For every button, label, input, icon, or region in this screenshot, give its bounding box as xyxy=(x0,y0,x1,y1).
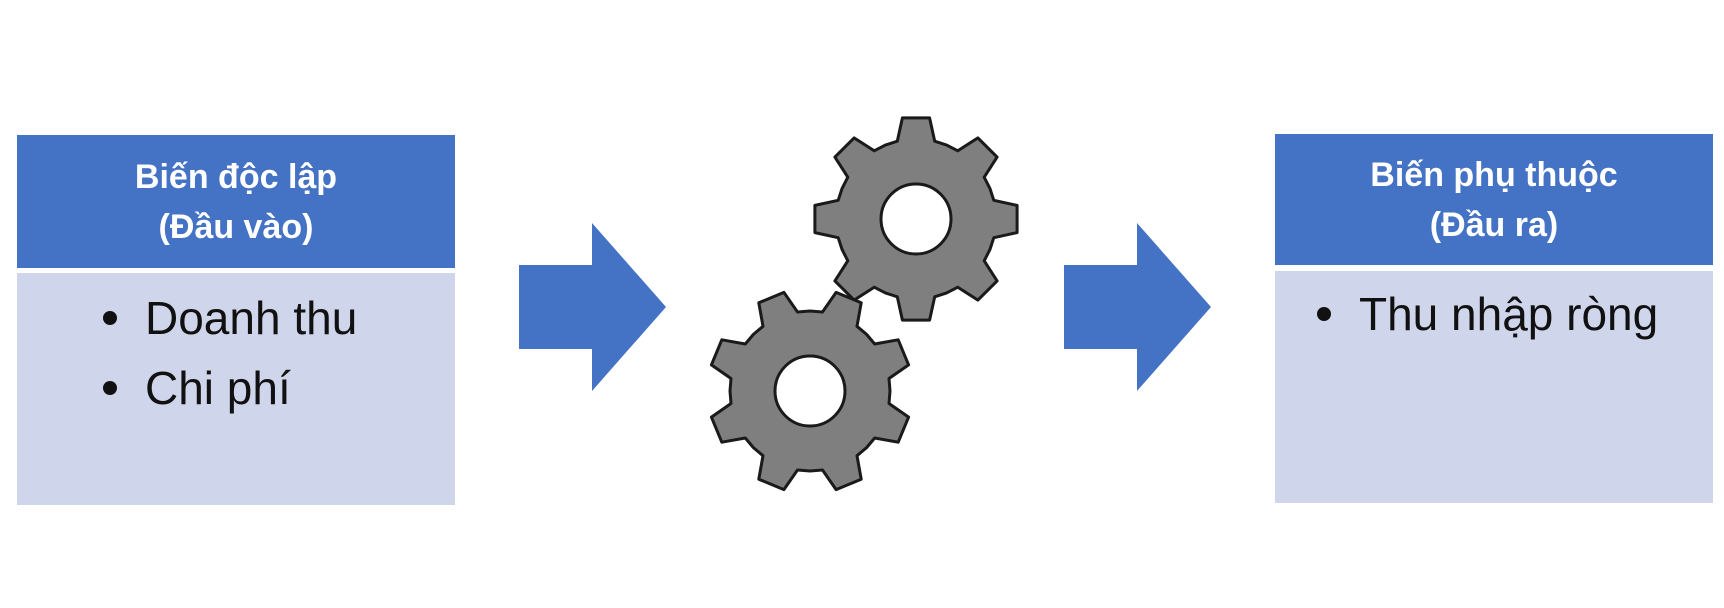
bullet-icon xyxy=(103,311,117,325)
dependent-variable-title: Biến phụ thuộc xyxy=(1370,155,1618,194)
list-item: Chi phí xyxy=(103,353,403,423)
list-item-label: Chi phí xyxy=(145,362,291,414)
dependent-variable-header: Biến phụ thuộc (Đầu ra) xyxy=(1275,134,1713,265)
list-item-label: Doanh thu xyxy=(145,292,358,344)
independent-variables-title: Biến độc lập xyxy=(134,157,338,196)
dependent-variable-subtitle: (Đầu ra) xyxy=(1429,205,1559,244)
gear-hole xyxy=(773,354,847,428)
independent-variables-body: Doanh thu Chi phí xyxy=(17,273,455,505)
bullet-icon xyxy=(1317,307,1331,321)
independent-variables-list: Doanh thu Chi phí xyxy=(103,283,403,423)
right-arrow-icon xyxy=(519,223,666,391)
gear-hole xyxy=(879,182,953,256)
list-item: Doanh thu xyxy=(103,283,403,353)
dependent-variable-box: Biến phụ thuộc (Đầu ra) Thu nhập ròng xyxy=(1275,134,1713,503)
right-arrow-icon xyxy=(1064,223,1211,391)
bullet-icon xyxy=(103,381,117,395)
gears-icon xyxy=(709,116,1019,492)
list-item-label: Thu nhập ròng xyxy=(1359,288,1659,340)
independent-variables-subtitle: (Đầu vào) xyxy=(158,207,314,246)
dependent-variable-list: Thu nhập ròng xyxy=(1317,279,1697,349)
independent-variables-header: Biến độc lập (Đầu vào) xyxy=(17,135,455,268)
dependent-variable-body: Thu nhập ròng xyxy=(1275,271,1713,503)
list-item: Thu nhập ròng xyxy=(1317,279,1697,349)
independent-variables-box: Biến độc lập (Đầu vào) Doanh thu Chi phí xyxy=(17,135,455,505)
gear-bottom-icon xyxy=(709,290,911,492)
gear-top-icon xyxy=(813,116,1019,322)
